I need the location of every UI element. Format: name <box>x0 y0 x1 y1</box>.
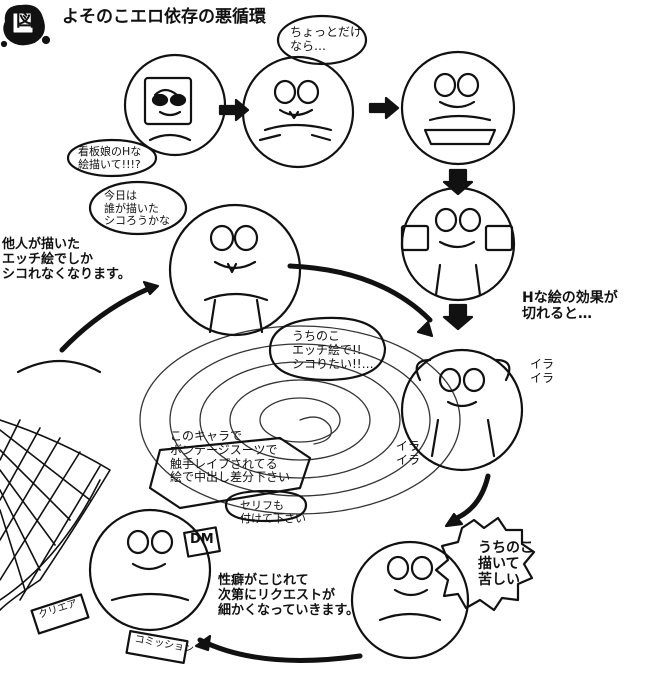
text-seiheki: 性癖がこじれて 次第にリクエストが 細かくなっていきます。 <box>218 573 360 618</box>
bubble-chotto-shape <box>276 14 368 66</box>
arrow-3-4 <box>442 168 474 196</box>
sign-komission <box>125 630 189 664</box>
bubble-uchino: うちのこ エッチ絵で!! シコりたい!!… <box>292 329 374 371</box>
net-pattern <box>0 419 111 611</box>
text-hna: Hな絵の効果が 切れると… <box>522 290 618 323</box>
text-tanin: 他人が描いた エッチ絵でしか シコれなくなります。 <box>2 237 131 282</box>
arrow-4-6 <box>442 303 474 331</box>
bubble-uchino-shape <box>268 316 387 382</box>
bubble-uchino2-shape <box>434 516 536 612</box>
text-ira2: イラ イラ <box>396 439 421 467</box>
bubble-chotto: ちょっとだけ なら… <box>290 25 363 53</box>
bubble-kyouwa-shape <box>88 180 188 236</box>
bubble-request-shape <box>148 436 312 510</box>
panel-1-circle <box>123 53 227 157</box>
bubble-kanban-shape <box>66 138 158 178</box>
ground-arc <box>16 359 102 374</box>
arrow-2-3 <box>368 96 400 120</box>
arrows <box>218 96 474 331</box>
bubble-dm: DM <box>190 532 214 547</box>
bubble-request: このキャラで ボンテージスーツで 触手レイプされてる 絵で中出し差分下さい <box>170 429 291 485</box>
bubble-dm-shape <box>183 526 221 558</box>
panel-6-circle <box>400 348 524 472</box>
bubble-serifu-shape <box>224 489 308 523</box>
text-ira1: イラ イラ <box>530 357 555 385</box>
bubble-kyouwa: 今日は 誰が描いた シコろうかな <box>104 189 170 228</box>
page-title: よそのこエロ依存の悪循環 <box>62 7 266 27</box>
badge-splat <box>0 4 51 48</box>
panel-4-circle <box>400 186 516 302</box>
panel-2-circle <box>241 55 355 169</box>
arrowheads <box>142 280 464 652</box>
panel-3-circle <box>400 50 516 166</box>
sign-kuriea <box>30 593 90 635</box>
bubble-serifu: セリフも 付けて下さい <box>240 499 306 525</box>
panel-7-circle <box>350 540 470 660</box>
panel-5-circle <box>168 203 302 337</box>
panel-8-circle <box>88 508 212 632</box>
badge-label: 図 <box>16 10 34 31</box>
bubble-uchino2: うちのこ 描いて 苦しい <box>478 540 534 589</box>
arrow-1-2 <box>218 98 250 122</box>
bubble-kanban: 看板娘のHな 絵描いて!!!? <box>78 145 142 171</box>
